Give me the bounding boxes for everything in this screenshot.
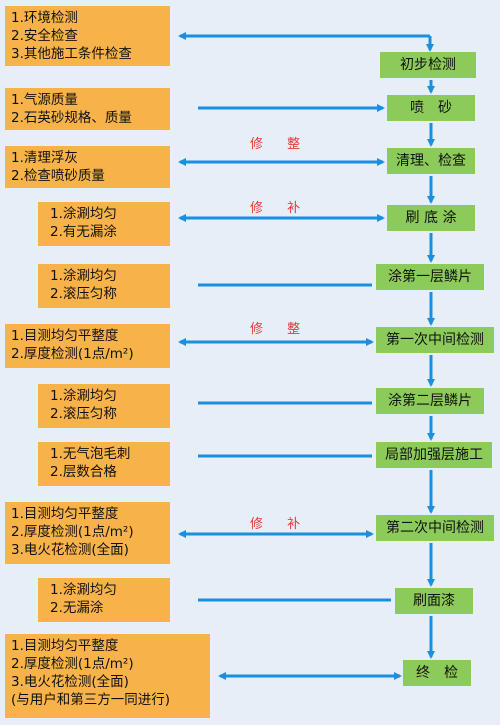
check-line: 2.检查喷砂质量 [11, 168, 105, 184]
check-line: 1.涂涮均匀 [50, 388, 117, 404]
check-line: 2.层数合格 [50, 464, 117, 480]
step-initial-check: 初步检测 [380, 52, 476, 78]
check-line: 1.涂涮均匀 [50, 206, 117, 222]
check-line: 2.无漏涂 [50, 600, 104, 616]
check-line: 3.其他施工条件检查 [11, 46, 132, 62]
step-clean-check: 清理、检查 [387, 148, 475, 174]
check-line: 1.目测均匀平整度 [11, 506, 119, 522]
check-line: 3.电火花检测(全面) [11, 674, 129, 690]
check-line: 1.涂涮均匀 [50, 268, 117, 284]
check-box-mid2: 1.目测均匀平整度 2.厚度检测(1点/m²) 3.电火花检测(全面) [5, 502, 170, 564]
check-box-clean: 1.清理浮灰 2.检查喷砂质量 [5, 146, 170, 188]
check-line: 1.目测均匀平整度 [11, 328, 119, 344]
check-box-layer1: 1.涂涮均匀 2.滚压匀称 [38, 264, 170, 308]
step-layer2: 涂第二层鳞片 [376, 388, 484, 414]
check-line: 1.无气泡毛刺 [50, 446, 131, 462]
check-box-sandblast: 1.气源质量 2.石英砂规格、质量 [5, 88, 170, 130]
check-box-reinforce: 1.无气泡毛刺 2.层数合格 [38, 442, 170, 486]
check-line: 2.石英砂规格、质量 [11, 110, 132, 126]
step-primer: 刷 底 涂 [387, 205, 475, 231]
check-line: 2.厚度检测(1点/m²) [11, 656, 134, 672]
check-box-primer: 1.涂涮均匀 2.有无漏涂 [38, 202, 170, 246]
step-mid-check1: 第一次中间检测 [376, 327, 494, 353]
check-box-mid1: 1.目测均匀平整度 2.厚度检测(1点/m²) [5, 324, 170, 368]
check-line: 1.清理浮灰 [11, 150, 78, 166]
step-layer1: 涂第一层鳞片 [376, 264, 484, 290]
check-line: 2.滚压匀称 [50, 286, 117, 302]
check-box-layer2: 1.涂涮均匀 2.滚压匀称 [38, 384, 170, 428]
check-line: 2.滚压匀称 [50, 406, 117, 422]
step-reinforce: 局部加强层施工 [376, 442, 492, 468]
step-mid-check2: 第二次中间检测 [376, 515, 494, 541]
check-line: 2.厚度检测(1点/m²) [11, 346, 134, 362]
check-line: 2.厚度检测(1点/m²) [11, 524, 134, 540]
label-repair: 修 补 [250, 201, 311, 216]
check-line: 2.有无漏涂 [50, 224, 117, 240]
check-line: 1.目测均匀平整度 [11, 638, 119, 654]
label-rework: 修 整 [250, 137, 311, 152]
check-box-initial: 1.环境检测 2.安全检查 3.其他施工条件检查 [5, 6, 170, 66]
check-line: (与用户和第三方一同进行) [11, 692, 171, 708]
step-final: 终 检 [403, 660, 471, 686]
step-topcoat: 刷面漆 [395, 588, 473, 614]
check-line: 1.环境检测 [11, 10, 78, 26]
check-line: 2.安全检查 [11, 28, 78, 44]
check-line: 1.气源质量 [11, 92, 78, 108]
label-repair: 修 补 [250, 517, 311, 532]
label-rework: 修 整 [250, 322, 311, 337]
check-line: 3.电火花检测(全面) [11, 542, 129, 558]
step-sandblast: 喷 砂 [387, 95, 475, 121]
check-box-topcoat: 1.涂涮均匀 2.无漏涂 [38, 578, 170, 622]
check-line: 1.涂涮均匀 [50, 582, 117, 598]
check-box-final: 1.目测均匀平整度 2.厚度检测(1点/m²) 3.电火花检测(全面) (与用户… [5, 634, 210, 718]
